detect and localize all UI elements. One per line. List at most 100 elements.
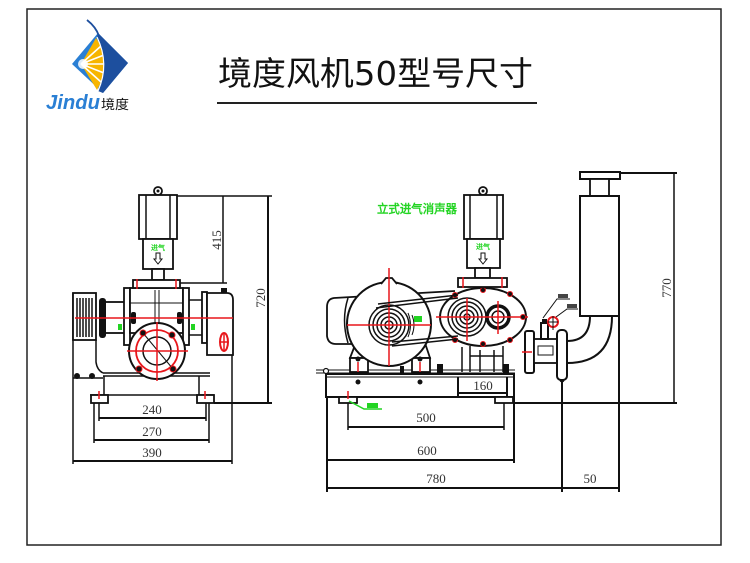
front-port-flange [127,322,188,381]
side-annotation-mark [367,403,378,408]
side-safety-valve-cap [542,319,547,323]
front-flange-bolt [139,329,147,337]
side-outlet-silencer-flange [579,171,621,180]
side-blower [436,287,528,372]
side-outlet-elbow [566,315,613,364]
front-inlet-arrow-icon [152,252,164,265]
logo-ray-gaps [80,45,105,83]
side-foot-right [494,396,514,404]
front-view: 进气 240 270 390 415 720 [72,186,272,464]
logo: Jindu 境度 [46,19,129,114]
logo-brand-cn: 境度 [101,97,129,113]
dim-side-foot-hole-spacing: 500 [416,410,436,425]
logo-swoosh-tail [86,19,100,37]
front-annotation-mark [118,324,122,330]
side-motor-bolt [355,356,361,362]
side-housing-bolt [507,291,513,297]
side-base-body [325,373,515,398]
side-silencer-ribs [469,195,498,239]
side-top-flange-marks [462,277,503,288]
front-silencer-lifting-eye-dot [156,189,160,193]
front-inlet-label: 进气 [151,243,165,252]
side-rail-fitting [503,364,509,373]
side-silencer-neck [474,267,491,279]
front-base-bolt [89,373,95,379]
side-inlet-silencer: 进气 [457,186,508,288]
front-overall-height-dimension [214,196,272,404]
side-outlet-offset-box [457,377,508,397]
side-length-dimension-lines [327,426,619,489]
side-rail-fitting [400,366,404,373]
dim-side-overall-length: 780 [426,471,446,486]
front-annotation-mark [191,324,195,330]
side-fan-cover-curve [343,297,349,344]
logo-swoosh-gap [96,36,105,92]
silencer-callout-label: 立式进气消声器 [377,201,458,216]
dim-front-overall-width: 390 [142,445,162,460]
side-motor-bolt [355,379,361,385]
front-silencer-neck [151,268,165,281]
side-blower-centerlines [436,298,528,341]
dim-front-overall-height: 720 [253,288,268,308]
front-width-dimension-lines [73,417,232,462]
logo-swoosh [97,33,128,93]
side-rail-fitting [437,364,443,373]
side-view-dimension-lines [326,172,677,492]
front-flange-bolt [135,365,143,373]
side-motor-foot-marks [357,362,421,372]
side-inlet-arrow-icon [477,252,489,265]
front-view-dimension-lines [72,195,272,464]
side-fitting-label-mark [558,294,568,298]
dim-front-silencer-height: 415 [209,230,224,250]
side-motor [326,268,456,385]
side-extension-lines [347,400,505,430]
side-fitting-leaders [542,298,578,319]
side-annotation-leader [348,400,382,410]
front-drive-pulley [72,292,126,374]
front-silencer-ribs [145,195,171,239]
page-title: 境度风机50型号尺寸 [218,54,533,93]
side-safety-valve [540,322,549,340]
front-body-right-flange [182,287,190,346]
side-outlet-silencer [566,171,621,364]
front-pulley-guard [72,292,97,341]
side-motor-annotation-mark [414,316,422,322]
dim-side-outlet-silencer-height: 770 [659,278,674,298]
frame-border [26,8,722,546]
logo-ray-core [78,59,88,69]
side-outlet-fittings [522,294,578,381]
side-relief-pipe [556,329,568,381]
front-body-connectors [189,299,202,336]
front-inlet-silencer: 进气 [132,186,181,289]
logo-brand-latin: Jindu [46,92,100,114]
dim-front-base-width: 270 [142,424,162,439]
front-motor-outline [95,340,104,374]
front-flange-bolt [169,365,177,373]
side-top-flange [457,277,508,288]
side-v-belt [375,294,459,347]
side-blower-support [461,346,504,372]
side-motor-bolt [417,379,423,385]
side-check-valve-plate [537,345,554,356]
front-base-legs [90,376,214,396]
dim-front-foot-hole-spacing: 240 [142,402,162,417]
side-fitting-label-mark [567,304,577,308]
side-base-frame [316,364,515,410]
side-view: 进气 立式进气消声器 160 500 600 780 50 770 [316,171,677,492]
front-silencer-height-dimension [177,195,272,284]
dim-side-base-length: 600 [417,443,437,458]
front-top-flange [132,279,181,289]
front-foot-hole-marks [98,391,206,399]
front-oil-cap [221,288,227,293]
front-silencer-body [138,194,178,240]
side-check-valve [533,338,558,364]
side-pressure-gauge-cross [548,316,558,330]
side-housing-bolt [507,337,513,343]
logo-mark-icon [72,19,128,93]
side-housing-bolt [520,314,526,320]
front-sight-glass-cross [220,333,228,351]
side-extension-lines-heavy [326,172,677,492]
side-motor-bolt [417,356,423,362]
front-base-frame [73,372,215,404]
